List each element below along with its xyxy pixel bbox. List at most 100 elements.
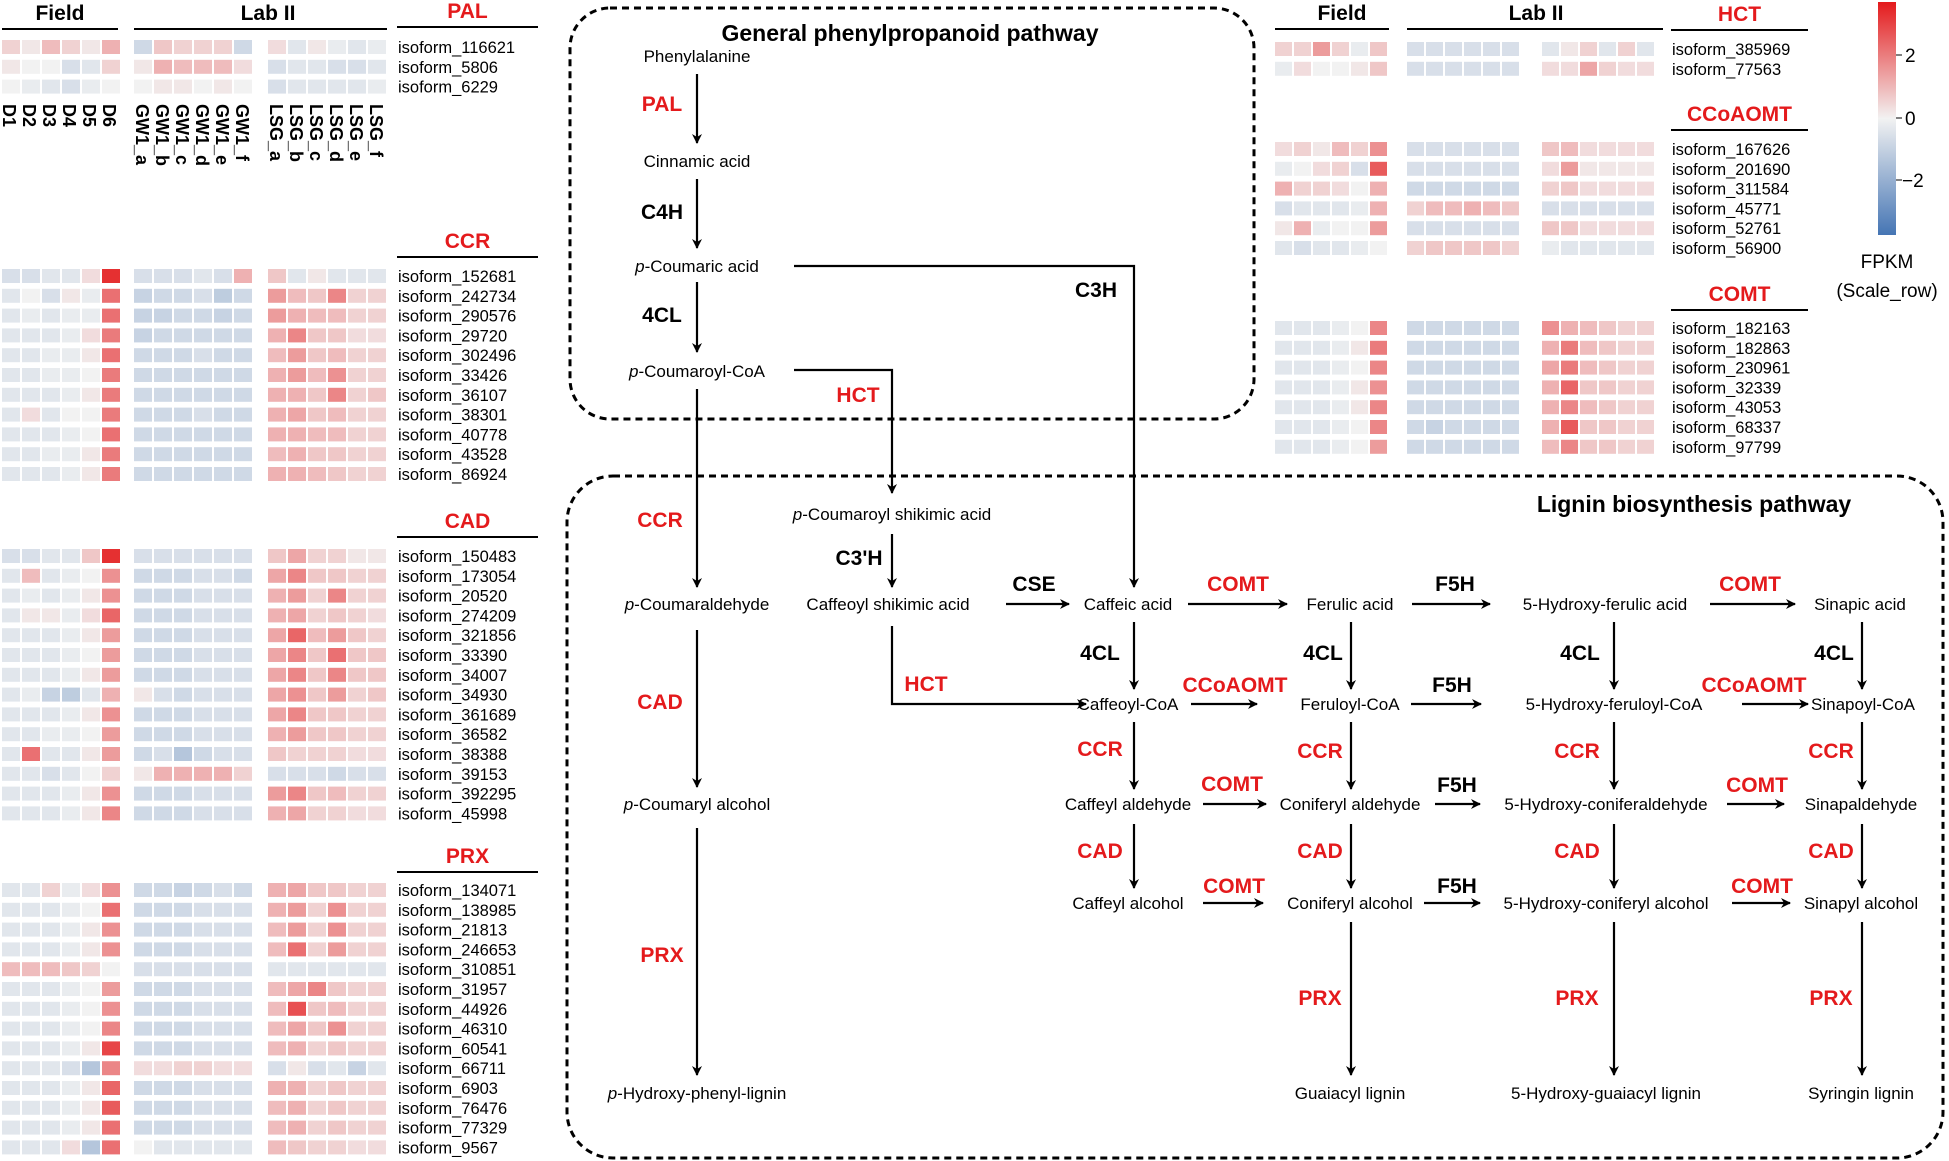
heatmap-cell <box>268 962 286 977</box>
heatmap-cell <box>42 427 60 442</box>
heatmap-cell <box>194 549 212 563</box>
heatmap-cell <box>328 982 346 996</box>
enzyme-ccr: CCR <box>1554 740 1600 763</box>
heatmap-cell <box>134 922 152 937</box>
heatmap-cell <box>1502 360 1519 375</box>
heatmap-cell <box>82 40 100 54</box>
heatmap-cell <box>288 727 306 742</box>
heatmap-cell <box>134 288 152 303</box>
isoform-label: isoform_33426 <box>398 367 507 385</box>
heatmap-cell <box>154 922 172 937</box>
heatmap-cell <box>1464 201 1481 216</box>
heatmap-cell <box>82 982 100 996</box>
heatmap-cell <box>1313 340 1330 355</box>
isoform-label: isoform_45998 <box>398 805 507 823</box>
enzyme-comt: COMT <box>1726 774 1788 797</box>
heatmap-cell <box>308 727 326 742</box>
heatmap-cell <box>62 387 80 402</box>
heatmap-cell <box>102 348 120 363</box>
heatmap-cell <box>22 387 40 402</box>
heatmap-cell <box>288 1021 306 1036</box>
heatmap-cell <box>288 368 306 382</box>
heatmap-pal: PALisoform_116621isoform_5806isoform_622… <box>2 0 538 97</box>
heatmap-cell <box>42 40 60 54</box>
heatmap-cell <box>194 40 212 54</box>
compound-caffeyl-alcohol: Caffeyl alcohol <box>1072 894 1183 913</box>
enzyme-prx: PRX <box>1555 987 1598 1010</box>
heatmap-cell <box>194 1081 212 1095</box>
heatmap-cell <box>288 568 306 583</box>
heatmap-cell <box>214 1061 232 1076</box>
heatmap-cell <box>42 387 60 402</box>
heatmap-cell <box>1580 161 1597 176</box>
heatmap-cell <box>82 467 100 481</box>
heatmap-cell <box>2 467 20 481</box>
heatmap-cell <box>368 59 386 74</box>
heatmap-cell <box>1561 161 1578 176</box>
heatmap-cell <box>154 368 172 382</box>
heatmap-cell <box>134 269 152 283</box>
heatmap-cell <box>22 648 40 662</box>
heatmap-cell <box>1561 400 1578 415</box>
heatmap-cell <box>174 667 192 682</box>
heatmap-cell <box>134 902 152 917</box>
heatmap-cell <box>1407 142 1424 156</box>
heatmap-cell <box>1313 439 1330 454</box>
heatmap-cell <box>42 407 60 422</box>
heatmap-cell <box>174 568 192 583</box>
heatmap-cell <box>1464 142 1481 156</box>
heatmap-cell <box>214 568 232 583</box>
heatmap-cell <box>1294 142 1311 156</box>
heatmap-cell <box>234 902 252 917</box>
sample-label: GW1_a <box>132 104 152 166</box>
heatmap-cell <box>1332 439 1349 454</box>
heatmap-cell <box>102 1061 120 1076</box>
heatmap-cell <box>1313 61 1330 76</box>
heatmap-cell <box>154 549 172 563</box>
heatmap-cell <box>22 727 40 742</box>
heatmap-cell <box>194 387 212 402</box>
heatmap-cell <box>214 747 232 761</box>
heatmap-cell <box>1580 241 1597 255</box>
isoform-label: isoform_38301 <box>398 407 507 425</box>
isoform-label: isoform_38388 <box>398 746 507 764</box>
heatmap-cell <box>22 1001 40 1016</box>
heatmap-cell <box>1370 340 1387 355</box>
heatmap-cell <box>1502 181 1519 196</box>
heatmap-cell <box>268 766 286 781</box>
heatmap-cell <box>174 707 192 722</box>
heatmap-cell <box>214 467 232 481</box>
heatmap-cell <box>174 982 192 996</box>
heatmap-cell <box>234 79 252 94</box>
heatmap-cell <box>1618 400 1635 415</box>
heatmap-cell <box>268 1061 286 1076</box>
heatmap-cell <box>368 727 386 742</box>
heatmap-gene-label: COMT <box>1709 283 1771 306</box>
heatmap-cell <box>1426 241 1443 255</box>
heatmap-cell <box>268 786 286 801</box>
heatmap-cell <box>102 687 120 702</box>
heatmap-cell <box>348 786 366 801</box>
heatmap-cell <box>268 40 286 54</box>
heatmap-cell <box>82 922 100 937</box>
heatmap-cell <box>268 648 286 662</box>
heatmap-cell <box>22 40 40 54</box>
heatmap-cell <box>174 549 192 563</box>
heatmap-cell <box>62 1021 80 1036</box>
heatmap-cell <box>1294 340 1311 355</box>
heatmap-cell <box>368 447 386 462</box>
heatmap-cell <box>288 59 306 74</box>
heatmap-cell <box>348 982 366 996</box>
heatmap-cell <box>102 942 120 957</box>
heatmap-cell <box>368 1100 386 1115</box>
heatmap-cell <box>174 883 192 897</box>
heatmap-cell <box>2 648 20 662</box>
isoform-label: isoform_34930 <box>398 687 507 705</box>
isoform-label: isoform_45771 <box>1672 200 1781 218</box>
heatmap-cell <box>1445 142 1462 156</box>
heatmap-cell <box>234 883 252 897</box>
heatmap-cell <box>134 628 152 643</box>
heatmap-cell <box>308 308 326 323</box>
enzyme-cad: CAD <box>1297 840 1343 863</box>
heatmap-cell <box>1580 380 1597 395</box>
